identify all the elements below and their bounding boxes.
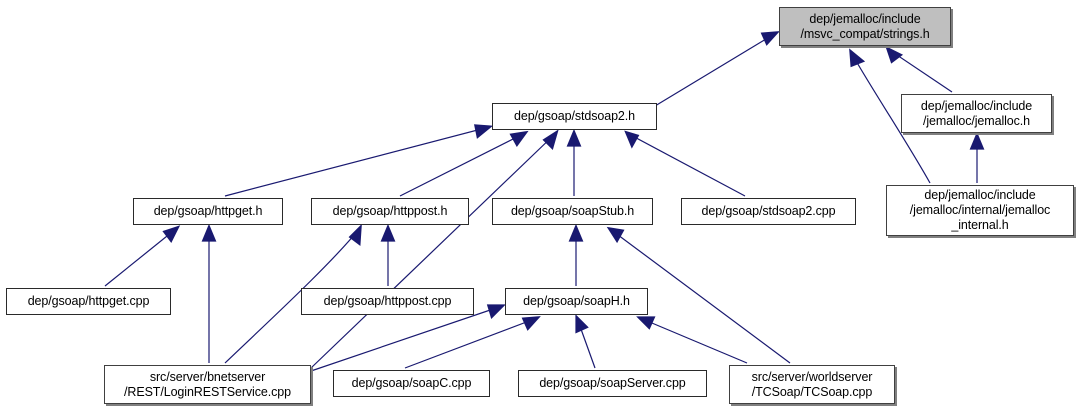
arrowhead (474, 124, 494, 139)
graph-edge-tcsoap_cpp-to-soapStub_h (606, 226, 791, 364)
arrowhead (566, 128, 582, 147)
graph-node-soapServer_cpp[interactable]: dep/gsoap/soapServer.cpp (518, 370, 707, 397)
graph-node-soapStub_h[interactable]: dep/gsoap/soapStub.h (492, 198, 653, 225)
graph-node-jemalloc_internal_h[interactable]: dep/jemalloc/include /jemalloc/internal/… (886, 185, 1074, 236)
graph-edge-soapH_h-to-soapStub_h (568, 223, 584, 286)
arrowhead (509, 130, 529, 147)
arrowhead (201, 223, 217, 242)
graph-node-httppost_cpp[interactable]: dep/gsoap/httppost.cpp (301, 288, 474, 315)
arrowhead (486, 304, 506, 320)
graph-node-httpget_h[interactable]: dep/gsoap/httpget.h (133, 198, 283, 225)
graph-node-stdsoap2_cpp[interactable]: dep/gsoap/stdsoap2.cpp (681, 198, 856, 225)
arrowhead (885, 45, 904, 64)
graph-node-httppost_h[interactable]: dep/gsoap/httppost.h (311, 198, 469, 225)
arrowhead (568, 223, 584, 242)
graph-edge-stdsoap2_h-to-strings_h (654, 31, 780, 107)
graph-edge-soapStub_h-to-stdsoap2_h (566, 128, 582, 196)
graph-edge-tcsoap_cpp-to-soapH_h (636, 316, 748, 364)
graph-edge-loginrest_cpp-to-soapH_h (310, 304, 506, 372)
arrowhead (162, 225, 181, 244)
graph-edge-loginrest_cpp-to-httppost_h (224, 223, 362, 364)
graph-edge-loginrest_cpp-to-httpget_h (201, 223, 217, 363)
graph-edge-httpget_cpp-to-httpget_h (104, 225, 181, 287)
arrowhead (760, 31, 780, 46)
graph-edge-soapServer_cpp-to-soapH_h (575, 314, 596, 369)
graph-edge-jemalloc_internal_h-to-strings_h (849, 48, 931, 184)
graph-edge-httppost_h-to-stdsoap2_h (399, 130, 529, 197)
arrowhead (575, 314, 589, 334)
graph-node-stdsoap2_h[interactable]: dep/gsoap/stdsoap2.h (492, 103, 657, 130)
graph-edge-loginrest_cpp-to-stdsoap2_h (310, 129, 559, 369)
arrowhead (348, 223, 362, 247)
graph-edge-jemalloc_internal_h-to-jemalloc_h (969, 131, 985, 183)
graph-node-jemalloc_h[interactable]: dep/jemalloc/include /jemalloc/jemalloc.… (901, 94, 1052, 133)
arrowhead (521, 316, 541, 331)
graph-node-soapH_h[interactable]: dep/gsoap/soapH.h (505, 288, 648, 315)
arrowhead (849, 48, 866, 68)
arrowhead (606, 226, 625, 244)
arrowhead (542, 129, 559, 151)
graph-node-tcsoap_cpp[interactable]: src/server/worldserver /TCSoap/TCSoap.cp… (729, 365, 895, 404)
graph-edge-httppost_cpp-to-httppost_h (380, 223, 396, 286)
graph-node-soapC_cpp[interactable]: dep/gsoap/soapC.cpp (333, 370, 490, 397)
graph-node-loginrest_cpp[interactable]: src/server/bnetserver /REST/LoginRESTSer… (104, 365, 311, 404)
arrowhead (624, 130, 640, 149)
arrowhead (636, 316, 656, 330)
graph-edge-httpget_h-to-stdsoap2_h (224, 124, 494, 197)
graph-node-httpget_cpp[interactable]: dep/gsoap/httpget.cpp (6, 288, 171, 315)
graph-edge-jemalloc_h-to-strings_h (885, 45, 953, 93)
graph-edge-soapC_cpp-to-soapH_h (404, 316, 541, 369)
arrowhead (380, 223, 396, 242)
graph-edge-stdsoap2_cpp-to-stdsoap2_h (624, 130, 746, 197)
arrowhead (969, 131, 985, 150)
graph-node-strings_h[interactable]: dep/jemalloc/include /msvc_compat/string… (779, 7, 951, 46)
